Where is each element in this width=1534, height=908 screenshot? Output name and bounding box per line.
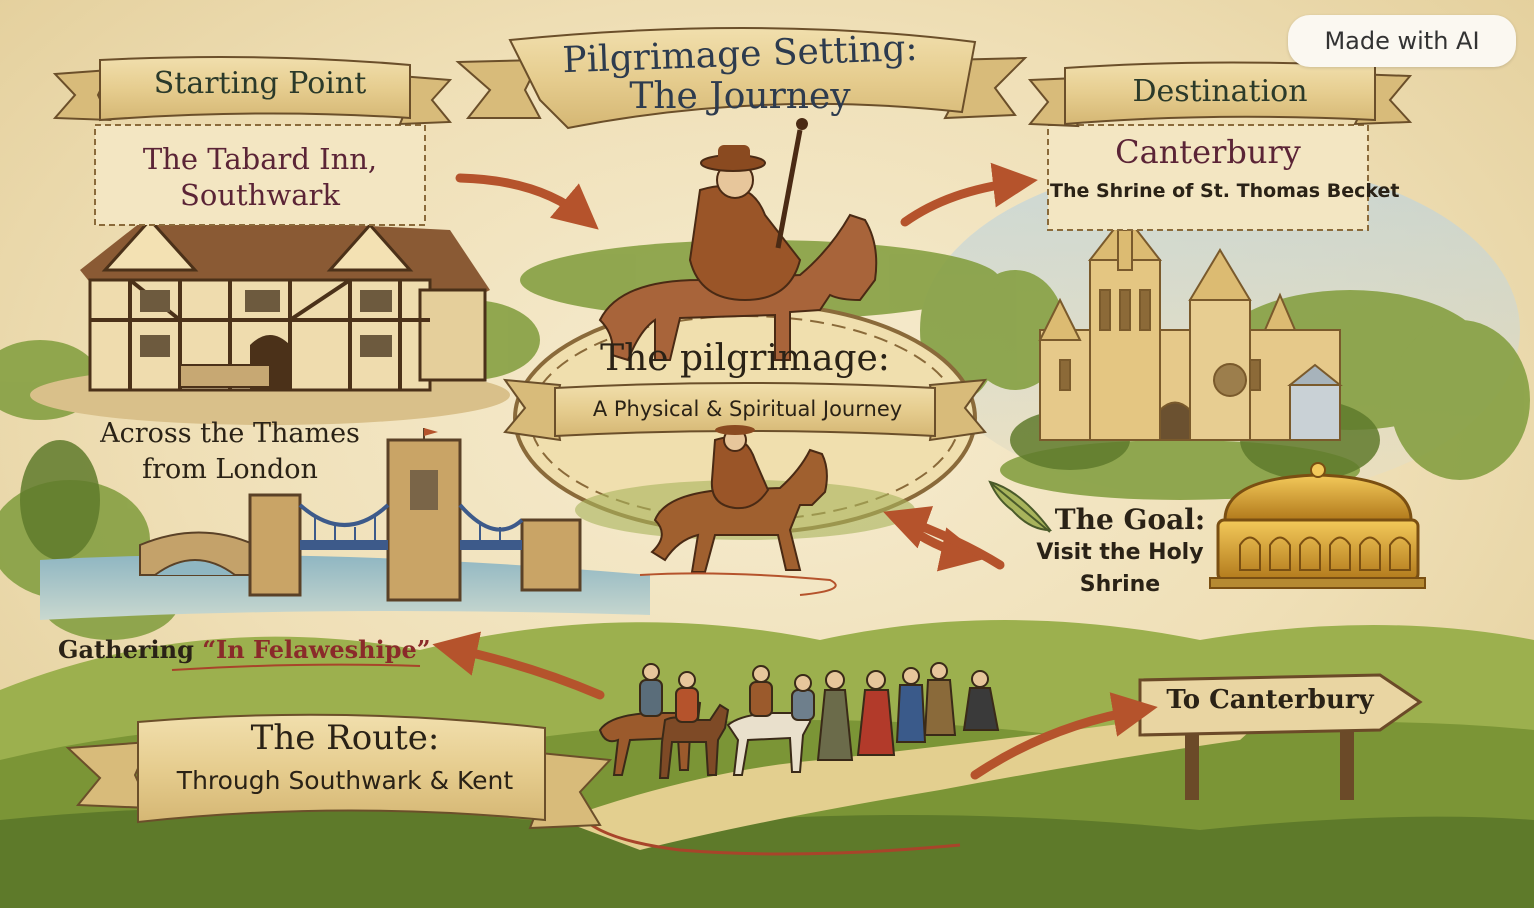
destination-heading: Destination (1132, 74, 1308, 109)
route-heading: The Route: (250, 718, 440, 758)
gathering-label: Gathering “In Felaweshipe” (58, 635, 458, 664)
start-heading: Starting Point (153, 66, 367, 101)
quote-underline (171, 663, 421, 671)
start-banner (52, 55, 453, 226)
center-subtitle: A Physical & Spiritual Journey (592, 397, 903, 421)
gathering-prefix: Gathering (58, 635, 203, 664)
signpost-label: To Canterbury (1166, 685, 1374, 715)
made-with-ai-badge: Made with AI (1288, 15, 1516, 67)
goal-line2: Visit the Holy (1036, 540, 1204, 565)
thames-line2: from London (142, 454, 318, 485)
title-line2: The Journey (629, 76, 851, 117)
route-banner (65, 713, 613, 830)
start-place-line2: Southwark (180, 178, 340, 212)
start-place-line1: The Tabard Inn, (142, 142, 378, 176)
goal-line3: Shrine (1079, 572, 1161, 597)
gathering-quote: “In Felaweshipe” (202, 635, 431, 664)
center-ribbon (502, 378, 988, 442)
destination-banner (1027, 61, 1413, 231)
canterbury-cathedral-illustration (1038, 209, 1343, 441)
title-banner (455, 27, 1028, 130)
tabard-inn-illustration (30, 215, 510, 425)
road-curve (578, 814, 961, 856)
destination-place: Canterbury (1115, 133, 1301, 171)
golden-shrine-illustration (1209, 462, 1426, 589)
destination-subtitle: The Shrine of St. Thomas Becket (1050, 180, 1400, 202)
road-curve-center (639, 572, 837, 596)
thames-line1: Across the Thames (100, 418, 360, 449)
bridge-illustration (40, 428, 650, 620)
goal-heading: The Goal: (1054, 503, 1206, 536)
flow-arrows (432, 162, 1158, 780)
rider-center-illustration (650, 425, 828, 573)
route-subtitle: Through Southwark & Kent (176, 766, 514, 795)
feather-icon (988, 480, 1053, 533)
pilgrim-procession-illustration (598, 662, 1000, 779)
center-heading: The pilgrimage: (600, 338, 890, 379)
rider-top-illustration (598, 118, 878, 362)
